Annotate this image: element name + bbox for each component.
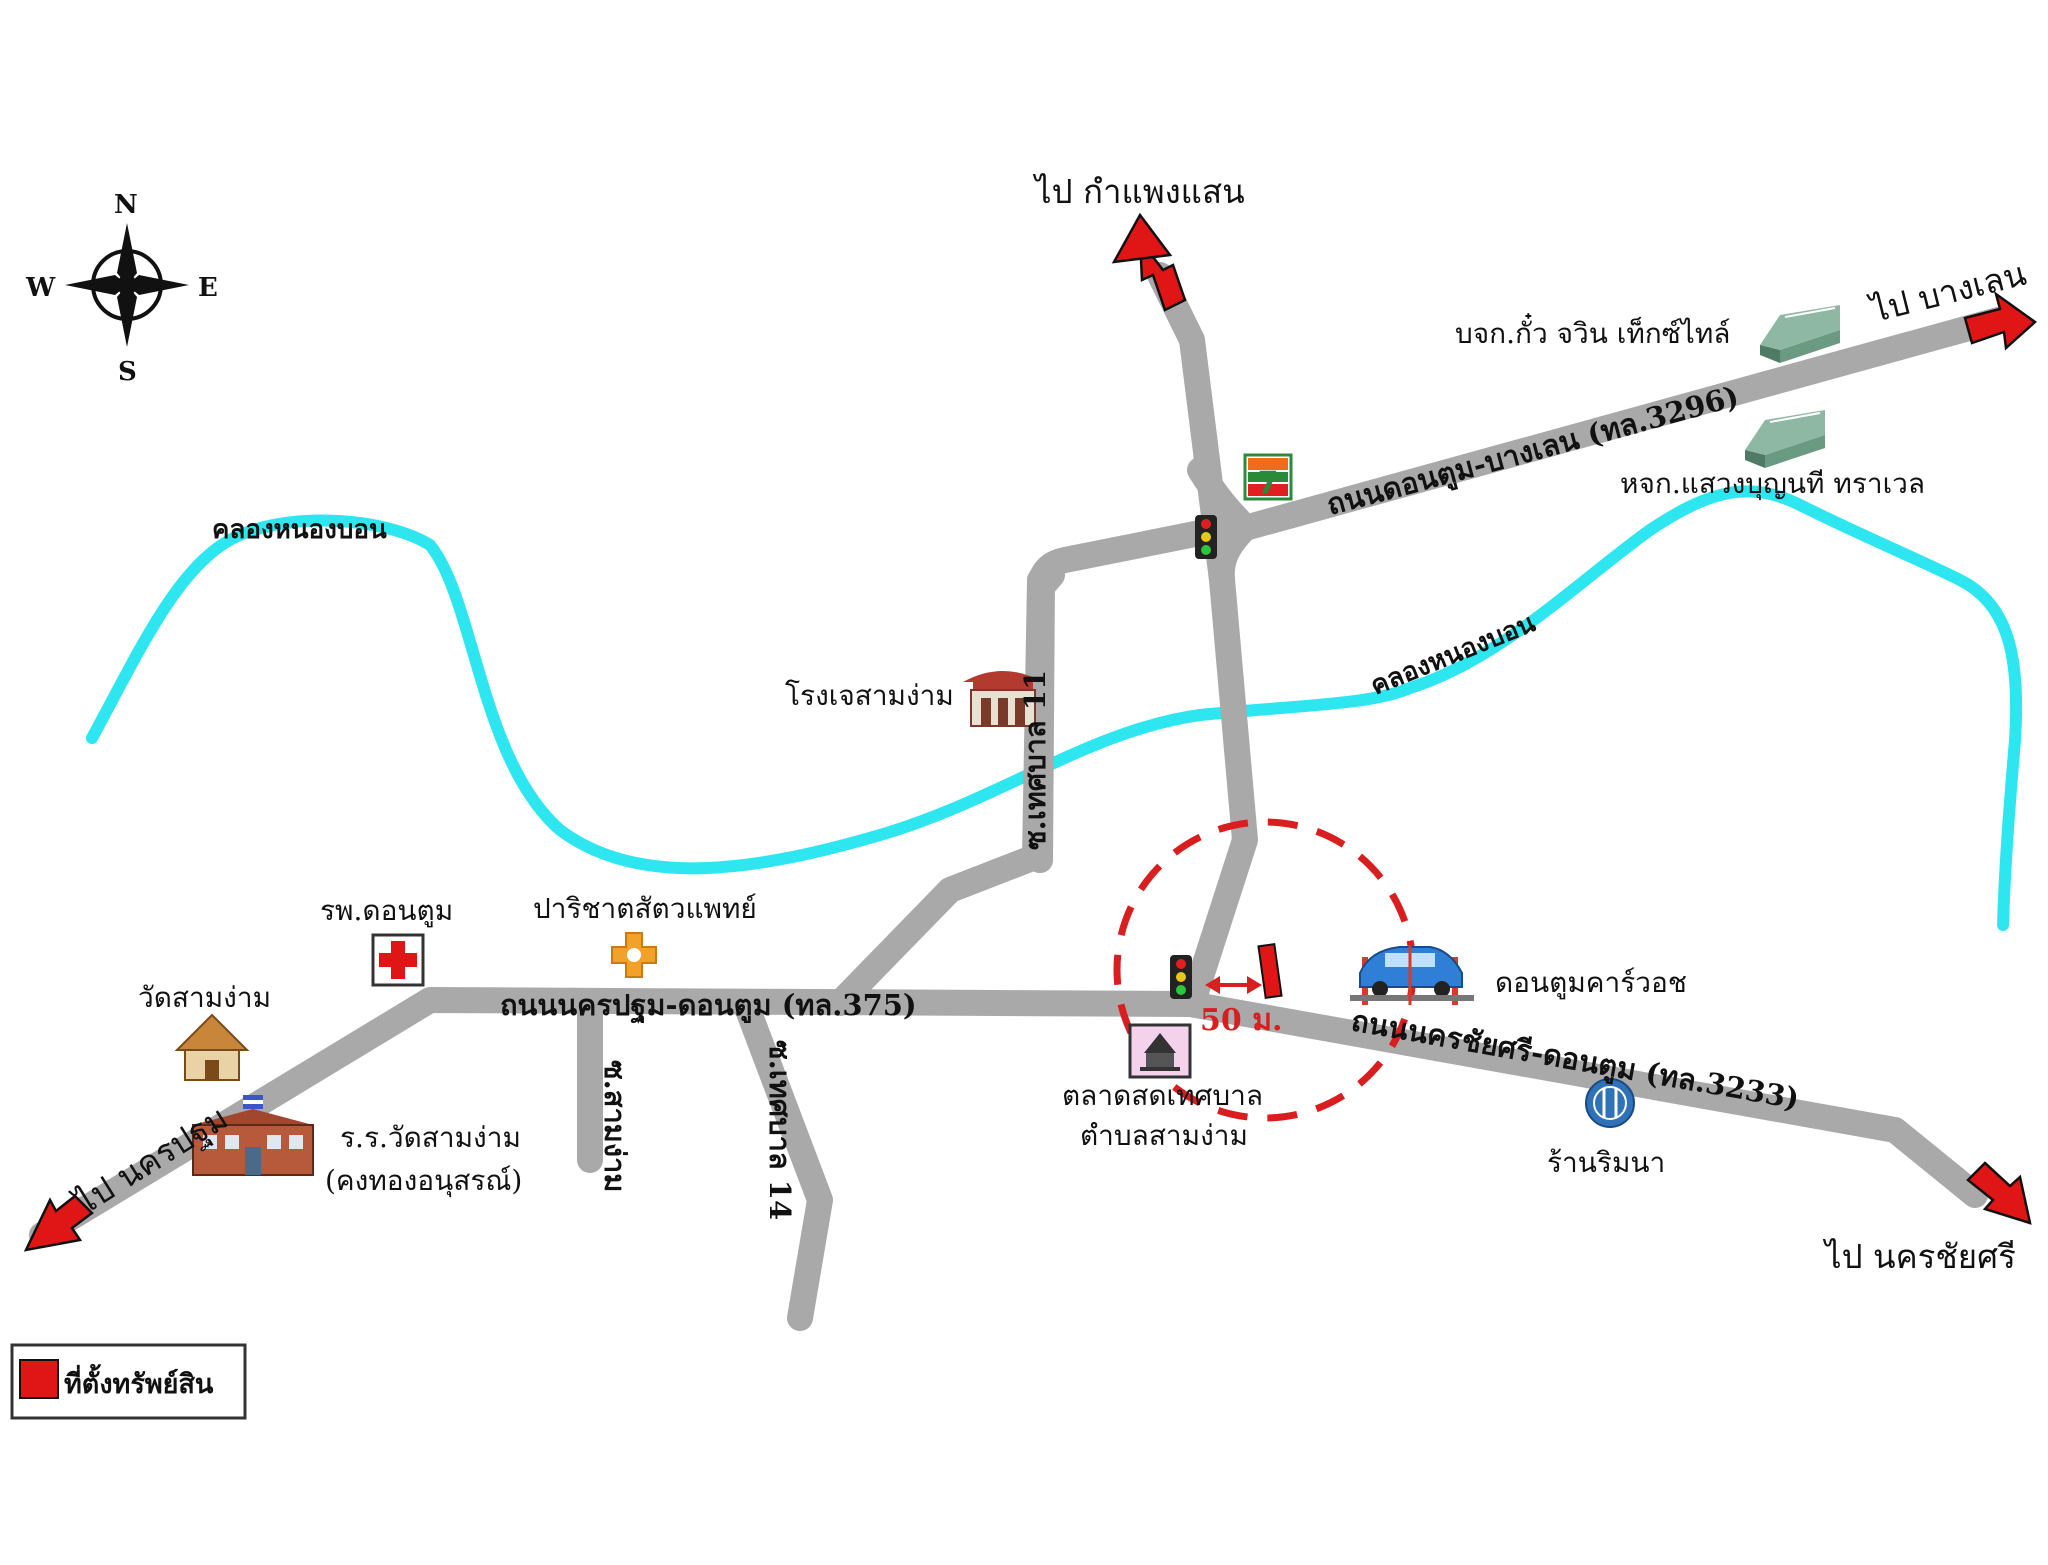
canal-label-west: คลองหนองบอน: [212, 515, 387, 545]
traffic-light-icon: [1195, 515, 1217, 559]
road-nakhon-pathom-don-tum: [29, 987, 1203, 1248]
road-connector-south: [1208, 515, 1258, 593]
temple-icon: [174, 1013, 250, 1081]
property-marker: [1257, 943, 1283, 999]
place-label-temple: วัดสามง่าม: [138, 981, 271, 1014]
place-label-school-1: ร.ร.วัดสามง่าม: [340, 1121, 521, 1154]
compass-east: E: [198, 273, 218, 303]
place-label-shrine: โรงเจสามง่าม: [785, 679, 954, 712]
vet-clinic-icon: [611, 932, 657, 978]
road-nakhon-chai-si-don-tum: [1177, 991, 1988, 1208]
traffic-light-icon: [1170, 955, 1192, 999]
road-soi-thetsaban-11-top: [1027, 519, 1218, 873]
place-label-factory-2: หจก.แสวงบุญนที ทราเวล: [1620, 467, 1925, 501]
road-soi-thetsaban-14: [732, 989, 833, 1331]
restaurant-icon: [1585, 1078, 1635, 1128]
place-label-school-2: (คงทองอนุสรณ์): [325, 1164, 522, 1198]
svg-text:7: 7: [1258, 466, 1279, 501]
compass-north: N: [114, 190, 138, 220]
road-label-3233: ถนนนครชัยศรี-ดอนตูม (ทล.3233): [1349, 1003, 1802, 1116]
car-care-icon: [1350, 945, 1474, 1005]
arrow-to-bang-len: [1963, 290, 2037, 351]
warehouse-icon: [1760, 305, 1840, 363]
distance-label: 50 ม.: [1200, 1003, 1282, 1038]
seven-eleven-icon: 7: [1243, 453, 1293, 501]
legend-swatch: [19, 1359, 59, 1399]
arrow-to-nakhon-chai-si: [1966, 1161, 2032, 1225]
market-icon: [1128, 1023, 1192, 1079]
road-north-kamphaeng-saen: [1147, 262, 1258, 1008]
dest-label-nakhon-chai-si: ไป นครชัยศรี: [1822, 1237, 2016, 1276]
chinese-shrine-icon: [963, 671, 1043, 727]
place-label-car-care: ดอนตูมคาร์วอช: [1495, 966, 1687, 1000]
road-label-soi-14: ซ.เทศบาล 14: [763, 1040, 797, 1220]
legend-label: ที่ตั้งทรัพย์สิน: [64, 1363, 214, 1400]
compass-west: W: [25, 273, 56, 303]
road-label-soi-sam-ngam: ซ.สามง่าม: [598, 1060, 632, 1192]
place-label-factory-1: บจก.กั๋ว จวิน เท็กซ์ไทล์: [1455, 313, 1730, 350]
arrow-to-kamphaeng-saen: [1111, 212, 1187, 312]
road-label-375: ถนนนครปฐม-ดอนตูม (ทล.375): [500, 988, 917, 1024]
place-label-hospital: รพ.ดอนตูม: [320, 894, 453, 928]
arrow-to-nakhon-pathom: [23, 1194, 94, 1252]
hospital-cross-icon: [371, 933, 425, 987]
place-label-market-1: ตลาดสดเทศบาล: [1062, 1079, 1263, 1112]
compass-south: S: [118, 357, 137, 387]
dest-label-kamphaeng-saen: ไป กำแพงแสน: [1032, 172, 1245, 211]
road-label-3296: ถนนดอนตูม-บางเลน (ทล.3296): [1323, 379, 1742, 523]
canal-nong-bon: [86, 485, 2023, 931]
road-label-soi-11: ซ.เทศบาล 11: [1018, 670, 1052, 850]
place-label-restaurant: ร้านริมนา: [1547, 1146, 1665, 1179]
compass-rose-icon: [65, 223, 189, 347]
place-label-market-2: ตำบลสามง่าม: [1080, 1119, 1248, 1152]
warehouse-icon: [1745, 410, 1825, 468]
place-label-vet: ปาริชาตสัตวแพทย์: [533, 892, 757, 925]
legend: ที่ตั้งทรัพย์สิน: [10, 1343, 247, 1420]
canal-label-east: คลองหนองบอน: [1366, 608, 1539, 701]
school-icon: [192, 1095, 314, 1176]
distance-arrow: [1205, 976, 1262, 994]
